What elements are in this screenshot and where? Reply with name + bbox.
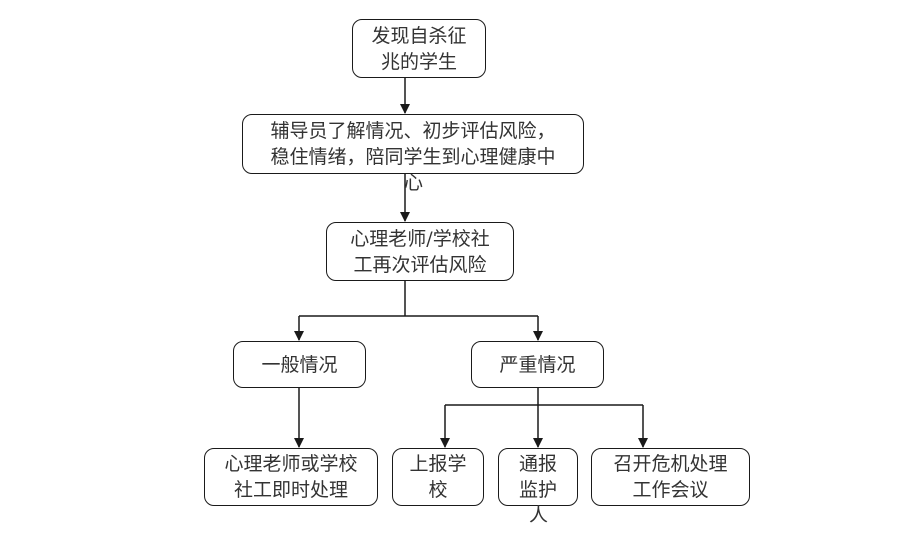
node-text: 校 — [428, 479, 448, 501]
node-immediate-handling: 心理老师或学校社工即时处理 — [204, 448, 378, 506]
node-text: 稳住情绪，陪同学生到心理健康中 — [270, 146, 556, 168]
node-text: 心理老师/学校社 — [350, 227, 490, 250]
node-text: 监护 — [518, 479, 557, 501]
node-text: 辅导员了解情况、初步评估风险， — [270, 120, 556, 142]
node-crisis-meeting: 召开危机处理工作会议 — [591, 448, 750, 506]
node-serious-case: 严重情况 — [471, 341, 604, 388]
node-text: 一般情况 — [261, 353, 338, 376]
node-general-case: 一般情况 — [233, 341, 366, 388]
node-text: 通报 — [518, 453, 557, 475]
node-text: 严重情况 — [499, 353, 576, 376]
node-text: 发现自杀征 — [371, 24, 467, 47]
node-report-school: 上报学校 — [392, 448, 484, 506]
node-notify-guardian: 通报监护 — [498, 448, 578, 506]
node-text: 工再次评估风险 — [353, 253, 487, 276]
node-text: 社工即时处理 — [233, 479, 348, 501]
node-text: 工作会议 — [632, 479, 709, 501]
node-text: 心理老师或学校 — [224, 453, 358, 475]
node-reassess-risk: 心理老师/学校社工再次评估风险 — [326, 222, 514, 281]
node-overflow-text: 心 — [404, 172, 424, 194]
node-text: 上报学 — [409, 453, 467, 475]
node-discover-student: 发现自杀征兆的学生 — [352, 19, 486, 78]
node-text: 兆的学生 — [380, 50, 457, 73]
node-counselor-assess: 辅导员了解情况、初步评估风险， 稳住情绪，陪同学生到心理健康中 — [242, 114, 584, 174]
node-overflow-text: 人 — [529, 504, 549, 526]
node-text: 召开危机处理 — [613, 453, 728, 475]
